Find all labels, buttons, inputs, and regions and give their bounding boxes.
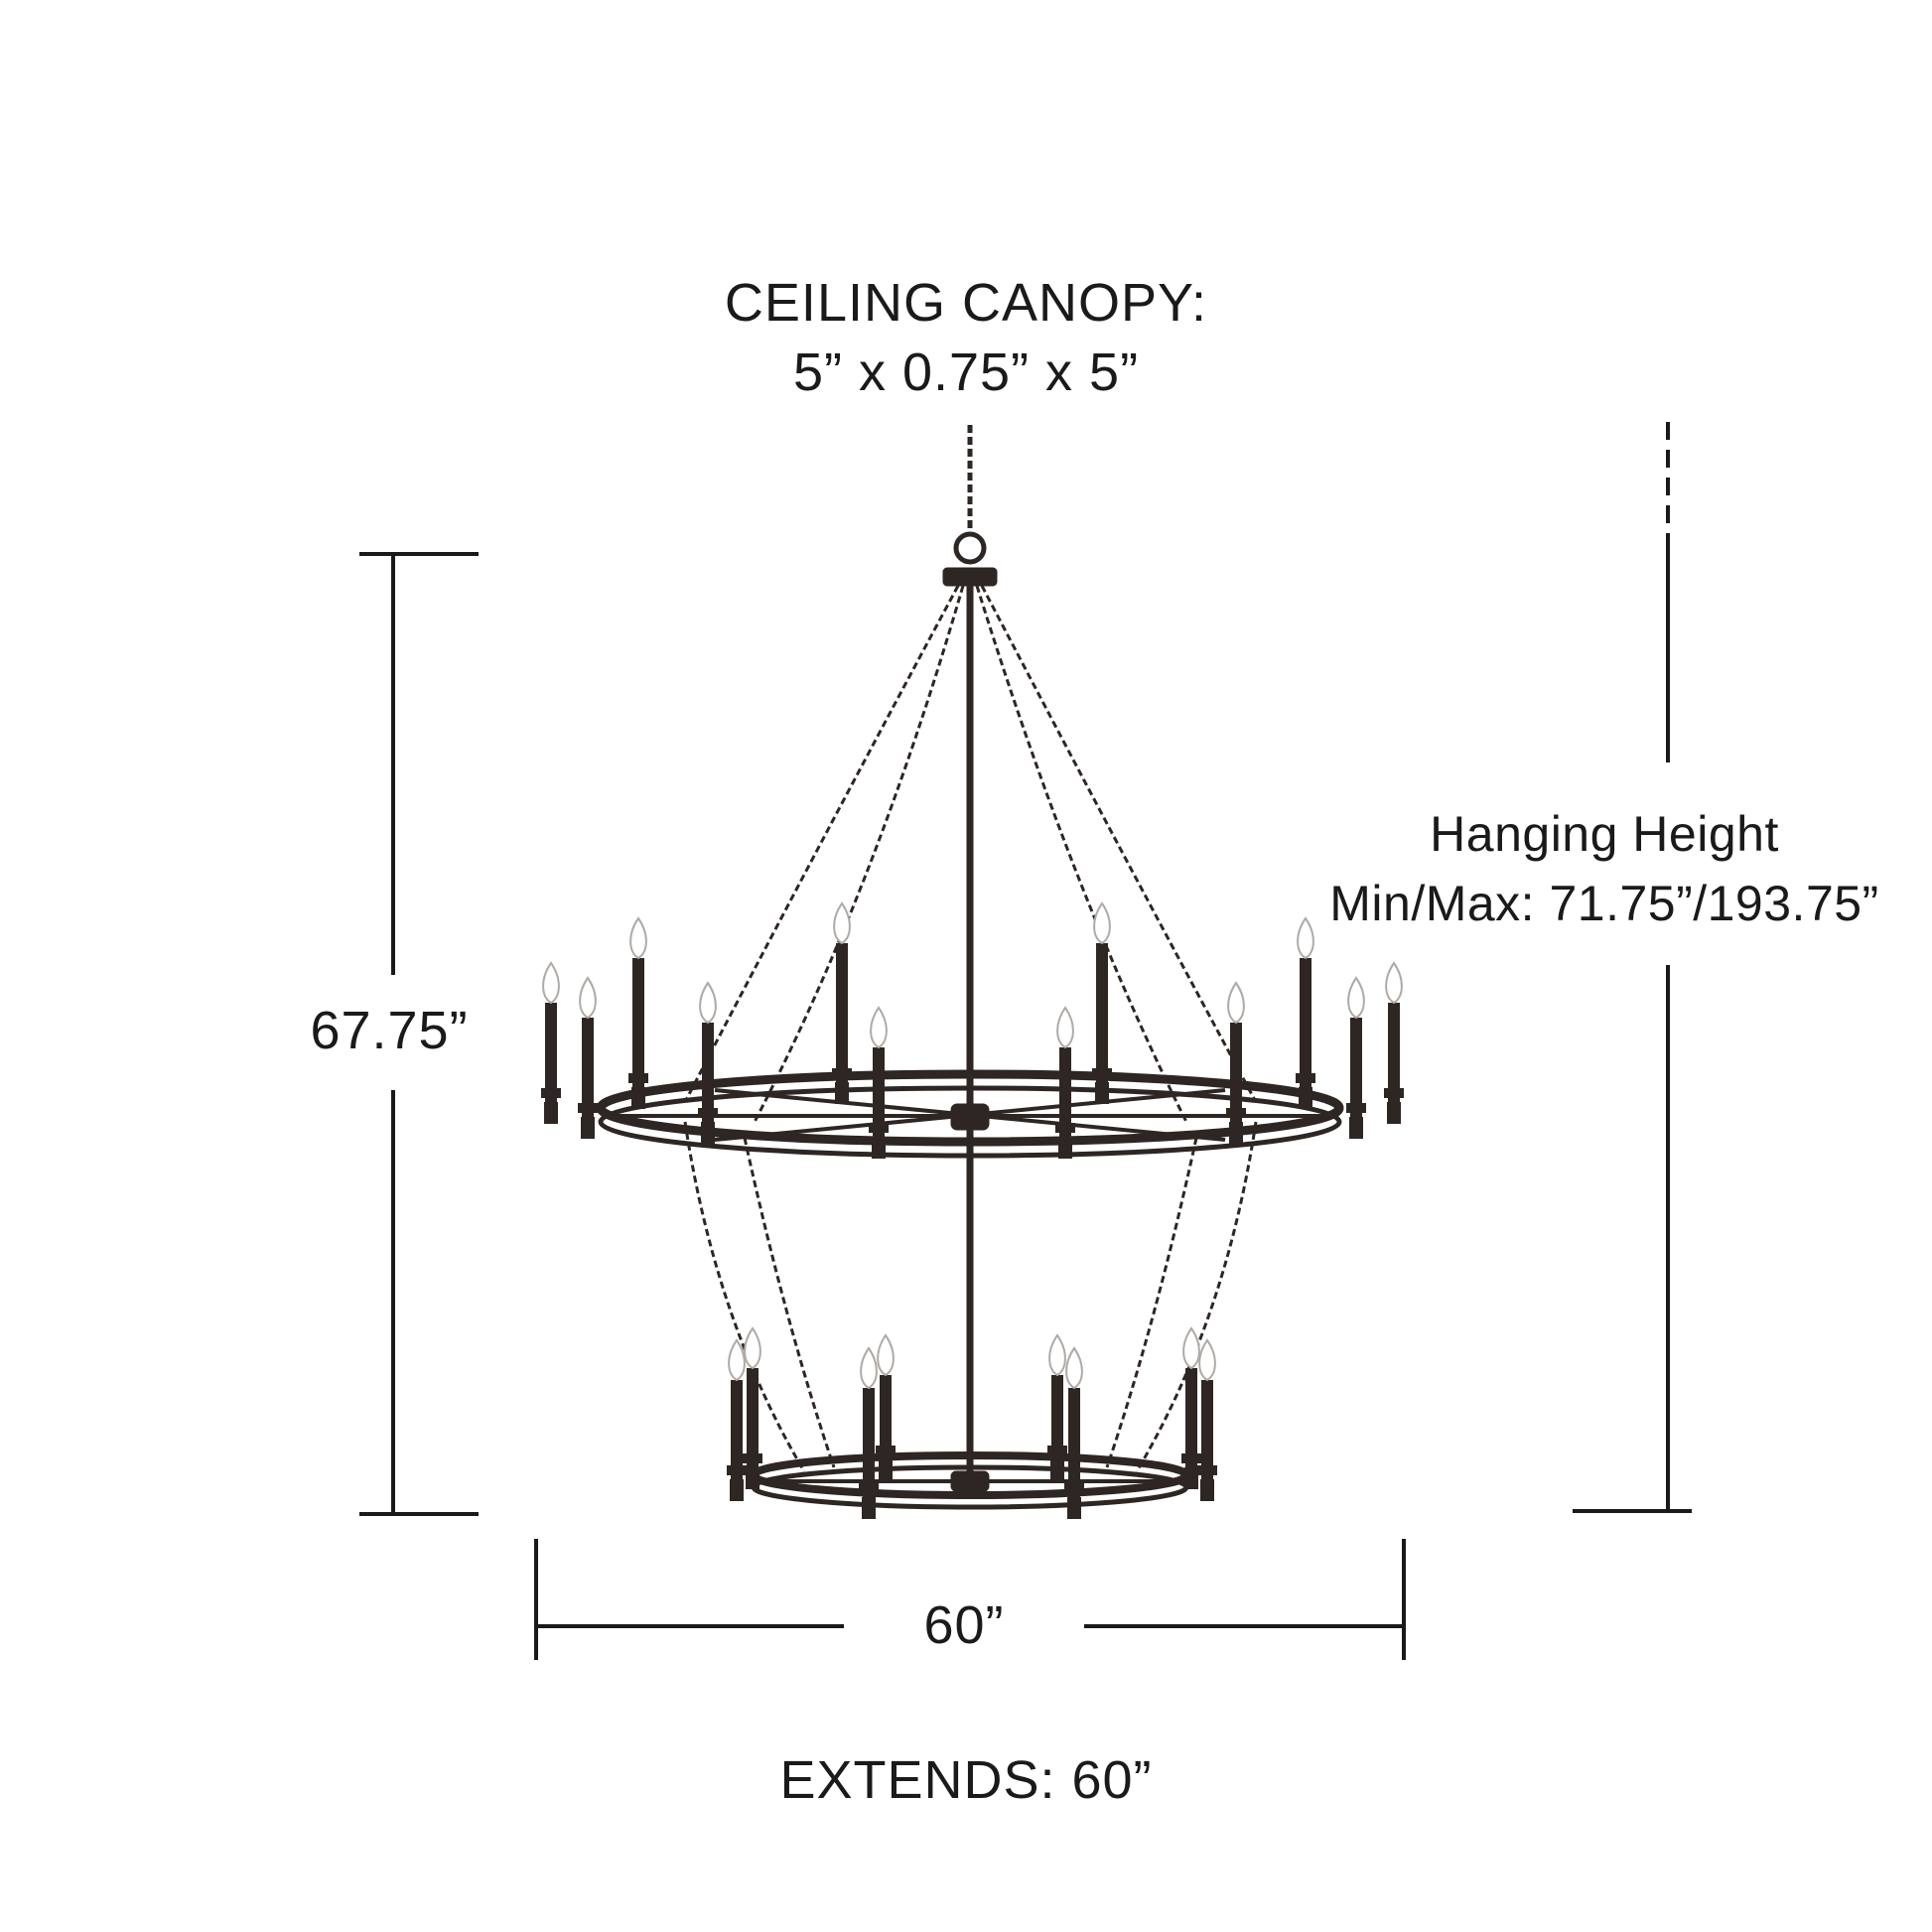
lower-candles (727, 1326, 1217, 1519)
hanging-height-dimension-line (1573, 422, 1692, 1513)
candle-arm (578, 976, 598, 1139)
hanging-loop (953, 531, 987, 565)
height-label: 67.75” (310, 1001, 469, 1060)
upper-chains (683, 585, 1258, 1123)
candle-arm (541, 961, 561, 1124)
candle-arm (1197, 1338, 1217, 1501)
candle-arm (1047, 1333, 1067, 1481)
width-label: 60” (923, 1595, 1005, 1655)
chandelier-illustration (596, 425, 1344, 1510)
candle-arm (1064, 1346, 1084, 1519)
lower-hub (950, 1470, 990, 1492)
hanging-height-range: Min/Max: 71.75”/193.75” (1329, 876, 1879, 931)
candle-arm (727, 1338, 747, 1501)
ceiling-canopy-label: CEILING CANOPY: 5” x 0.75” x 5” (569, 268, 1363, 407)
candle-arm (1055, 1006, 1075, 1159)
height-dimension-line (359, 552, 479, 1516)
candle-arm (698, 981, 718, 1144)
lower-chains (683, 1121, 1258, 1472)
candle-arm (832, 901, 852, 1104)
hanging-height-title: Hanging Height (1430, 806, 1779, 862)
upper-candles (541, 901, 1404, 1159)
candle-arm (876, 1333, 896, 1481)
width-dimension-line (534, 1539, 1406, 1660)
candle-arm (1296, 916, 1315, 1109)
upper-ring (596, 1069, 1344, 1147)
top-hub (942, 567, 998, 587)
hanging-height-label: Hanging Height Min/Max: 71.75”/193.75” (1287, 799, 1922, 938)
extends-label: EXTENDS: 60” (779, 1750, 1153, 1810)
candle-arm (869, 1006, 889, 1159)
candle-arm (743, 1326, 762, 1489)
candle-arm (1092, 901, 1112, 1104)
candle-arm (859, 1346, 879, 1519)
ceiling-canopy-title: CEILING CANOPY: (724, 273, 1208, 333)
candle-arm (1181, 1326, 1201, 1489)
candle-arm (1384, 961, 1404, 1124)
candle-arm (1346, 976, 1366, 1139)
candle-arm (1226, 981, 1246, 1144)
candle-arm (628, 916, 648, 1109)
ceiling-canopy-dimensions: 5” x 0.75” x 5” (792, 343, 1140, 402)
upper-hub (950, 1103, 990, 1131)
